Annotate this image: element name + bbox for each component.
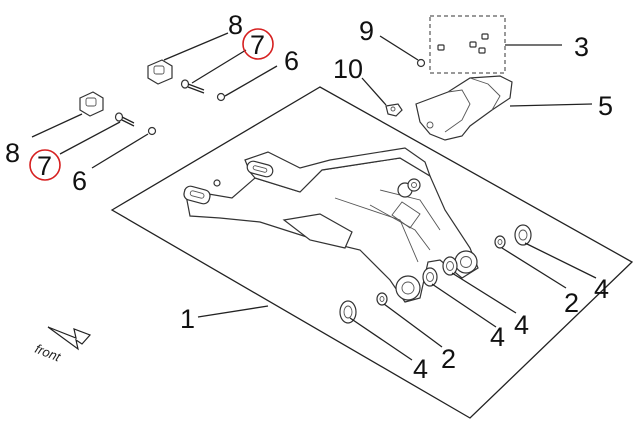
bearing-4-middle-right <box>442 256 458 276</box>
label-part-4-lower: 4 <box>413 354 428 384</box>
front-label: front <box>33 341 64 365</box>
highlight-circle-7-upper <box>242 28 274 60</box>
label-part-7-lower: 7 <box>37 151 52 181</box>
label-part-4-rear: 4 <box>594 274 609 304</box>
swingarm <box>183 147 479 303</box>
label-part-4-middle-right: 4 <box>514 310 529 340</box>
label-part-2-lower: 2 <box>441 344 456 374</box>
block-8-upper <box>147 59 173 85</box>
washer-2-front-lower <box>376 292 388 306</box>
highlight-circle-7-lower <box>29 149 61 181</box>
label-part-6-upper: 6 <box>284 46 299 76</box>
washer-9 <box>416 58 426 68</box>
label-part-5: 5 <box>598 91 613 121</box>
nut-6-lower <box>147 126 157 136</box>
label-part-3: 3 <box>574 32 589 62</box>
block-8-lower <box>79 91 104 117</box>
nut-6-upper <box>216 92 226 102</box>
base-plate-outline <box>110 86 634 419</box>
label-part-1: 1 <box>180 304 195 334</box>
bolt-7-lower <box>114 112 135 127</box>
label-part-9: 9 <box>359 16 374 46</box>
label-part-4-middle-left: 4 <box>490 322 505 352</box>
chain-guide-5 <box>415 75 513 141</box>
clip-10 <box>385 103 403 117</box>
label-part-8-lower: 8 <box>5 138 20 168</box>
leader-lines <box>31 32 597 361</box>
screw-kit-3 <box>429 15 506 74</box>
bolt-7-upper <box>180 79 205 94</box>
bearing-4-front-lower <box>339 300 357 324</box>
bearing-4-rear <box>514 224 532 246</box>
front-direction-arrow-icon <box>47 326 92 351</box>
label-part-10: 10 <box>333 54 363 84</box>
washer-2-rear <box>494 235 506 249</box>
label-part-2-rear: 2 <box>564 288 579 318</box>
label-part-7-upper: 7 <box>250 30 265 60</box>
label-part-8-upper: 8 <box>228 10 243 40</box>
bearing-4-middle-left <box>422 267 438 287</box>
label-part-6-lower: 6 <box>72 166 87 196</box>
